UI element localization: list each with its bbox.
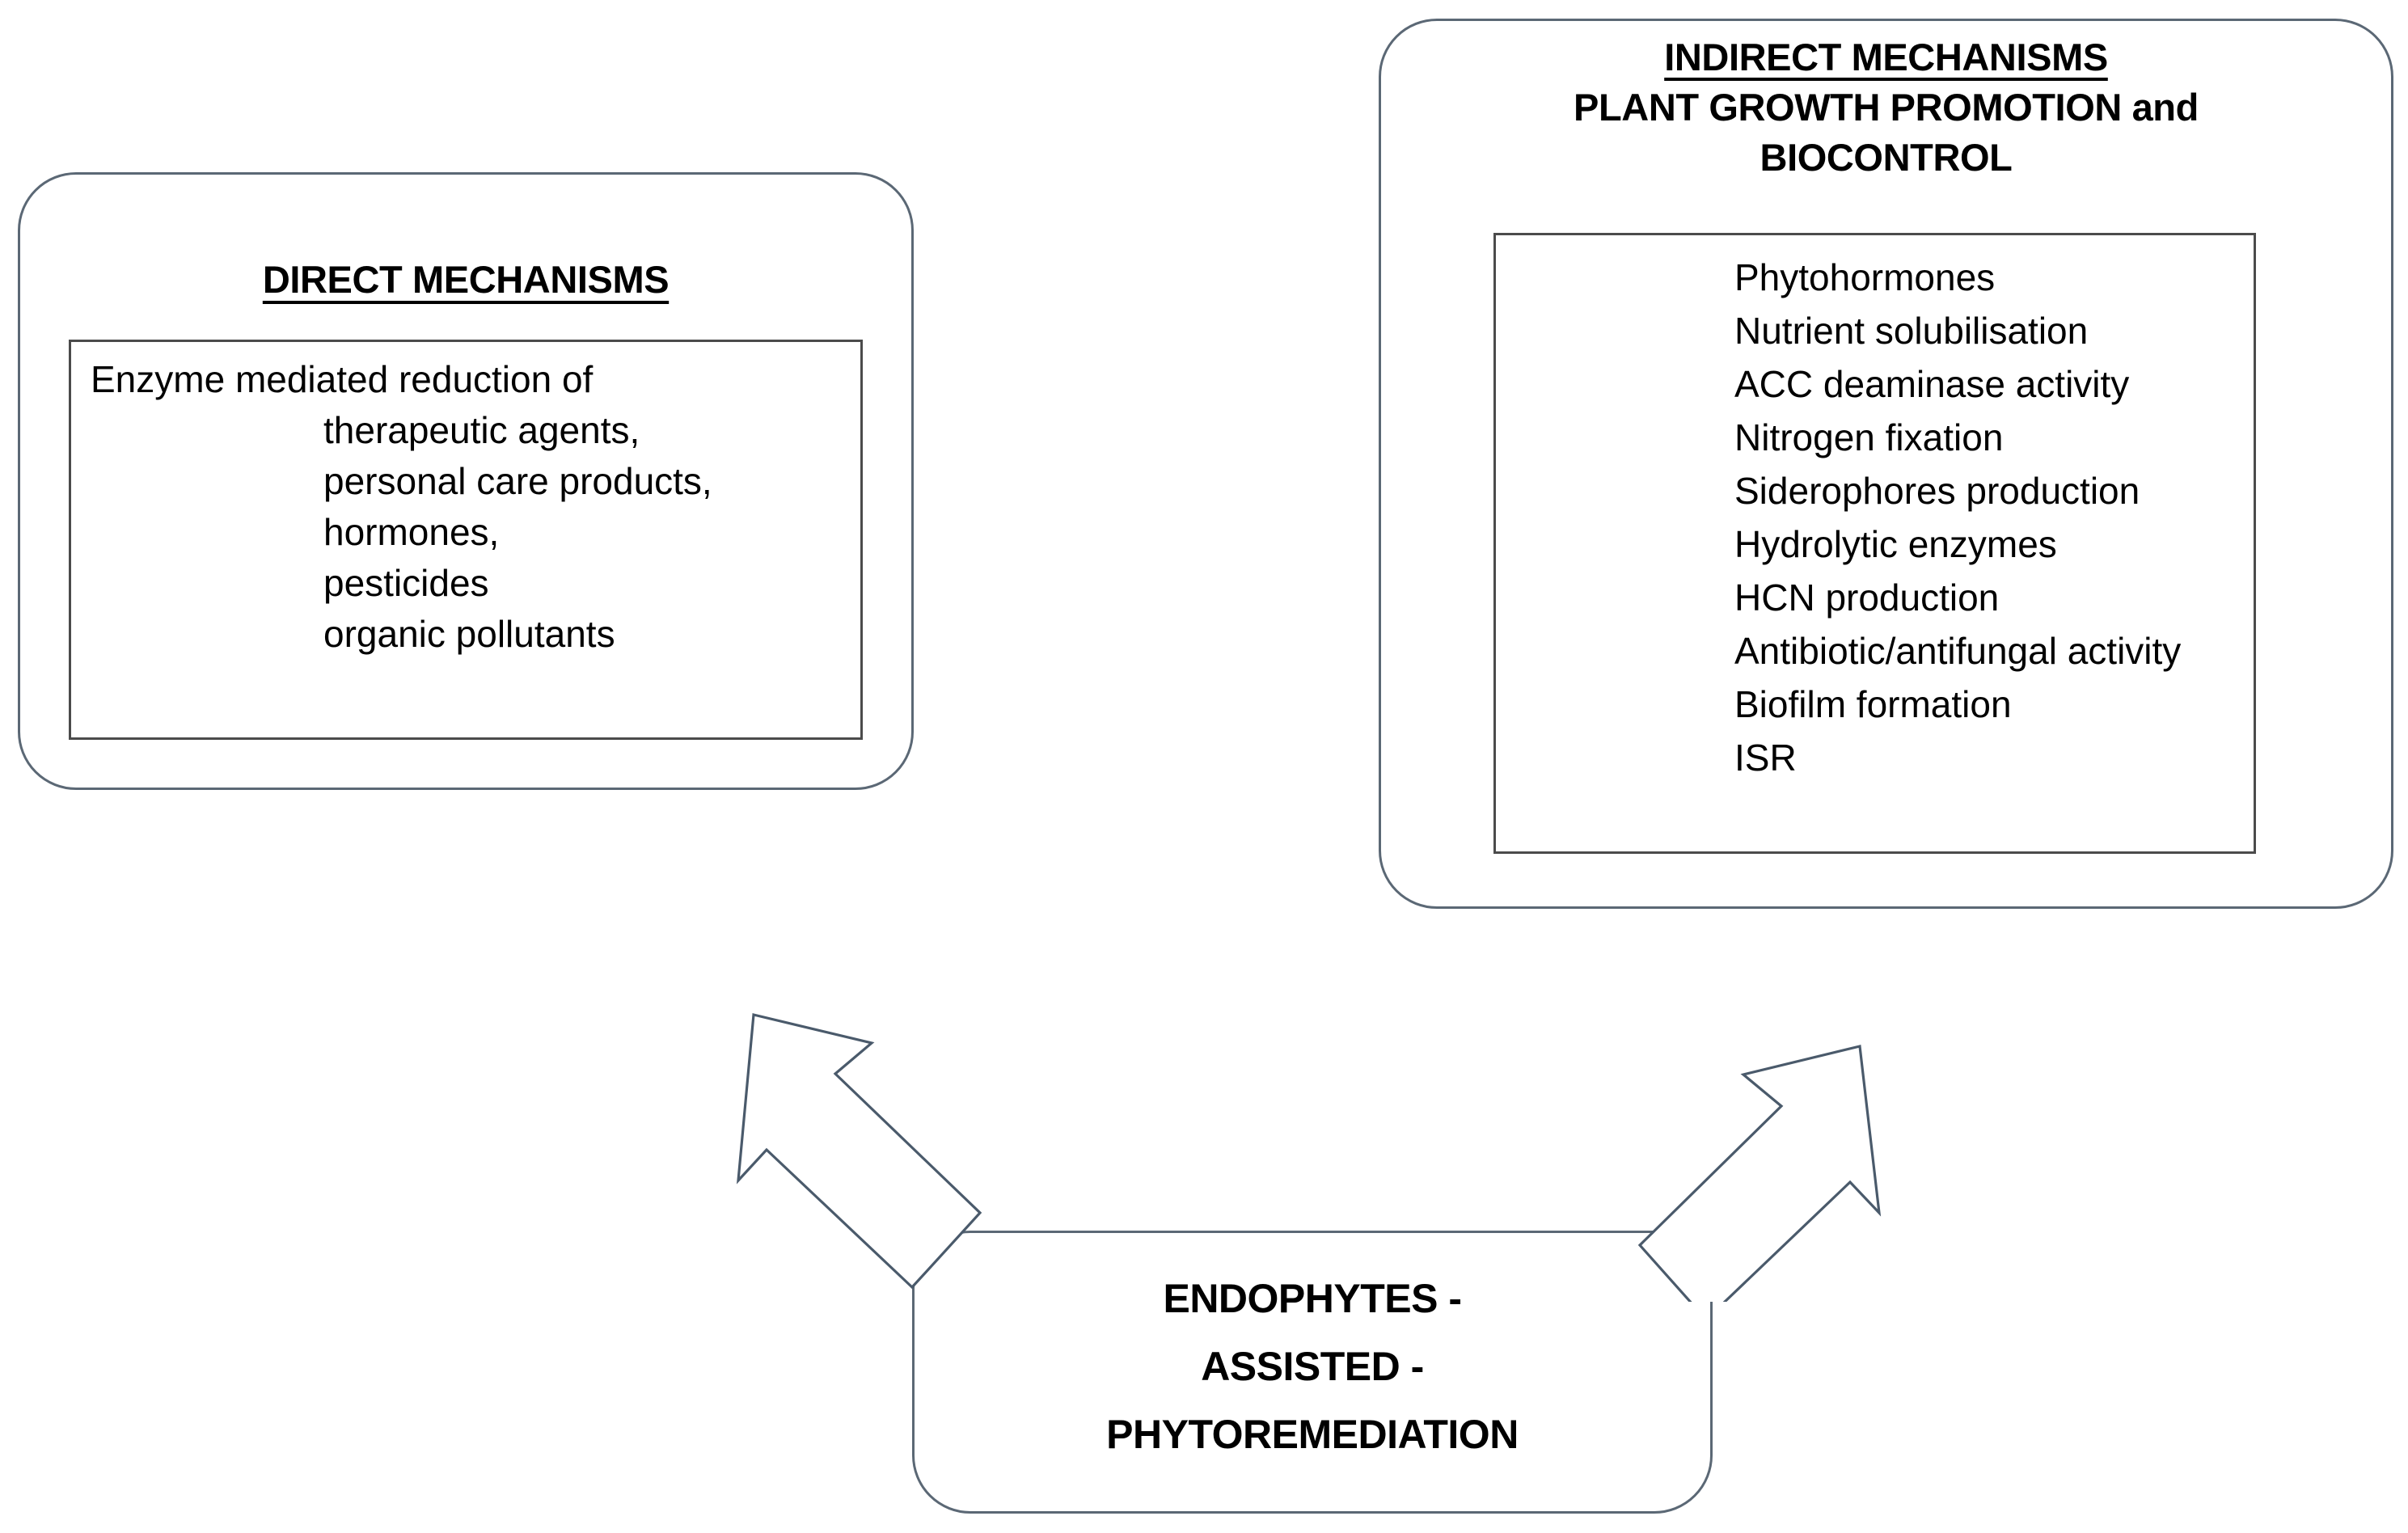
direct-line-5: organic pollutants <box>323 613 615 655</box>
direct-mechanisms-inner-panel <box>69 340 863 740</box>
list-item: Antibiotic/antifungal activity <box>1734 630 2182 672</box>
direct-mechanisms-heading: DIRECT MECHANISMS <box>262 258 670 301</box>
direct-line-2: personal care products, <box>323 460 712 502</box>
indirect-heading-line-1: INDIRECT MECHANISMS <box>1664 36 2108 78</box>
list-item: Nitrogen fixation <box>1734 416 2004 458</box>
indirect-mechanisms-list: Phytohormones Nutrient solubilisation AC… <box>1734 251 2252 784</box>
list-item: HCN production <box>1734 576 2000 619</box>
list-item: Biofilm formation <box>1734 683 2012 725</box>
indirect-mechanisms-heading: INDIRECT MECHANISMS PLANT GROWTH PROMOTI… <box>1435 32 2337 183</box>
endophytes-heading: ENDOPHYTES - ASSISTED - PHYTOREMEDIATION <box>912 1265 1713 1468</box>
indirect-heading-line-3: BIOCONTROL <box>1760 136 2013 179</box>
direct-line-1: therapeutic agents, <box>323 409 640 451</box>
endophytes-line-2: ASSISTED - <box>1201 1344 1424 1389</box>
direct-line-4: pesticides <box>323 562 489 604</box>
direct-line-3: hormones, <box>323 511 500 553</box>
list-item: Nutrient solubilisation <box>1734 310 2089 352</box>
direct-line-0: Enzyme mediated reduction of <box>91 358 594 400</box>
list-item: ISR <box>1734 737 1797 779</box>
indirect-mechanisms-inner-panel <box>1493 233 2256 854</box>
endophytes-line-1: ENDOPHYTES - <box>1163 1276 1462 1321</box>
list-item: Phytohormones <box>1734 256 1996 298</box>
endophytes-box <box>912 1231 1713 1514</box>
endophytes-line-3: PHYTOREMEDIATION <box>1106 1412 1519 1457</box>
indirect-heading-line-2: PLANT GROWTH PROMOTION and <box>1574 86 2199 129</box>
list-item: Siderophores production <box>1734 470 2140 512</box>
list-item: Hydrolytic enzymes <box>1734 523 2057 565</box>
direct-mechanisms-list: Enzyme mediated reduction of therapeutic… <box>81 354 857 660</box>
list-item: ACC deaminase activity <box>1734 363 2130 405</box>
